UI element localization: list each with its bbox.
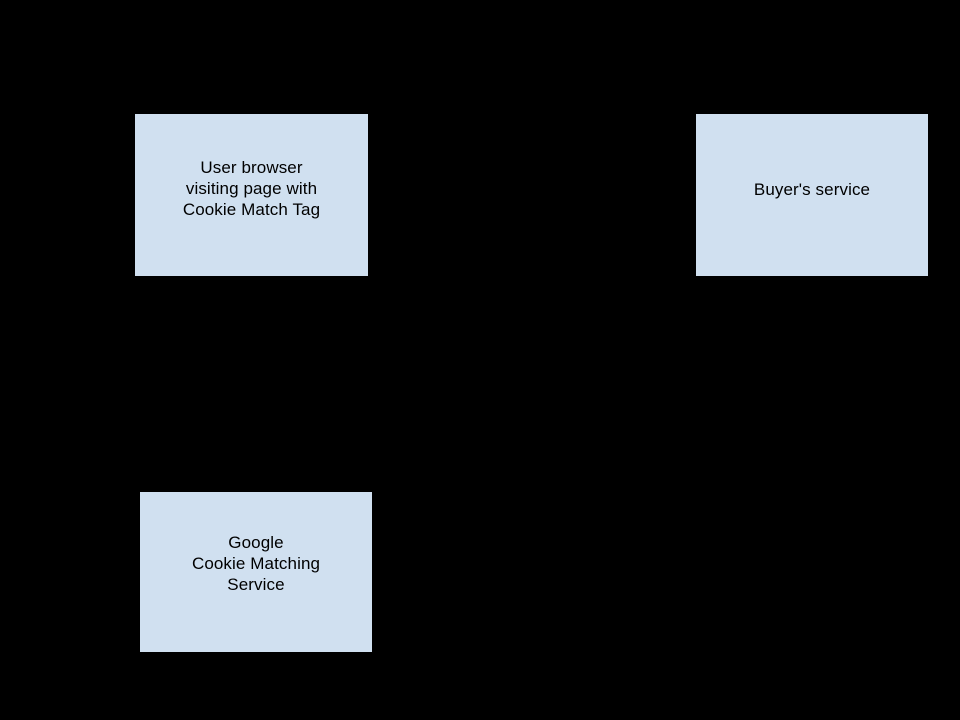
- node-user-browser-label: User browser visiting page with Cookie M…: [182, 157, 321, 219]
- node-google-cookie-matching-service[interactable]: Google Cookie Matching Service: [140, 492, 372, 652]
- node-google-cookie-matching-service-label: Google Cookie Matching Service: [191, 532, 321, 594]
- node-buyers-service-label: Buyer's service: [753, 179, 871, 199]
- node-buyers-service[interactable]: Buyer's service: [696, 114, 928, 276]
- node-user-browser[interactable]: User browser visiting page with Cookie M…: [135, 114, 368, 276]
